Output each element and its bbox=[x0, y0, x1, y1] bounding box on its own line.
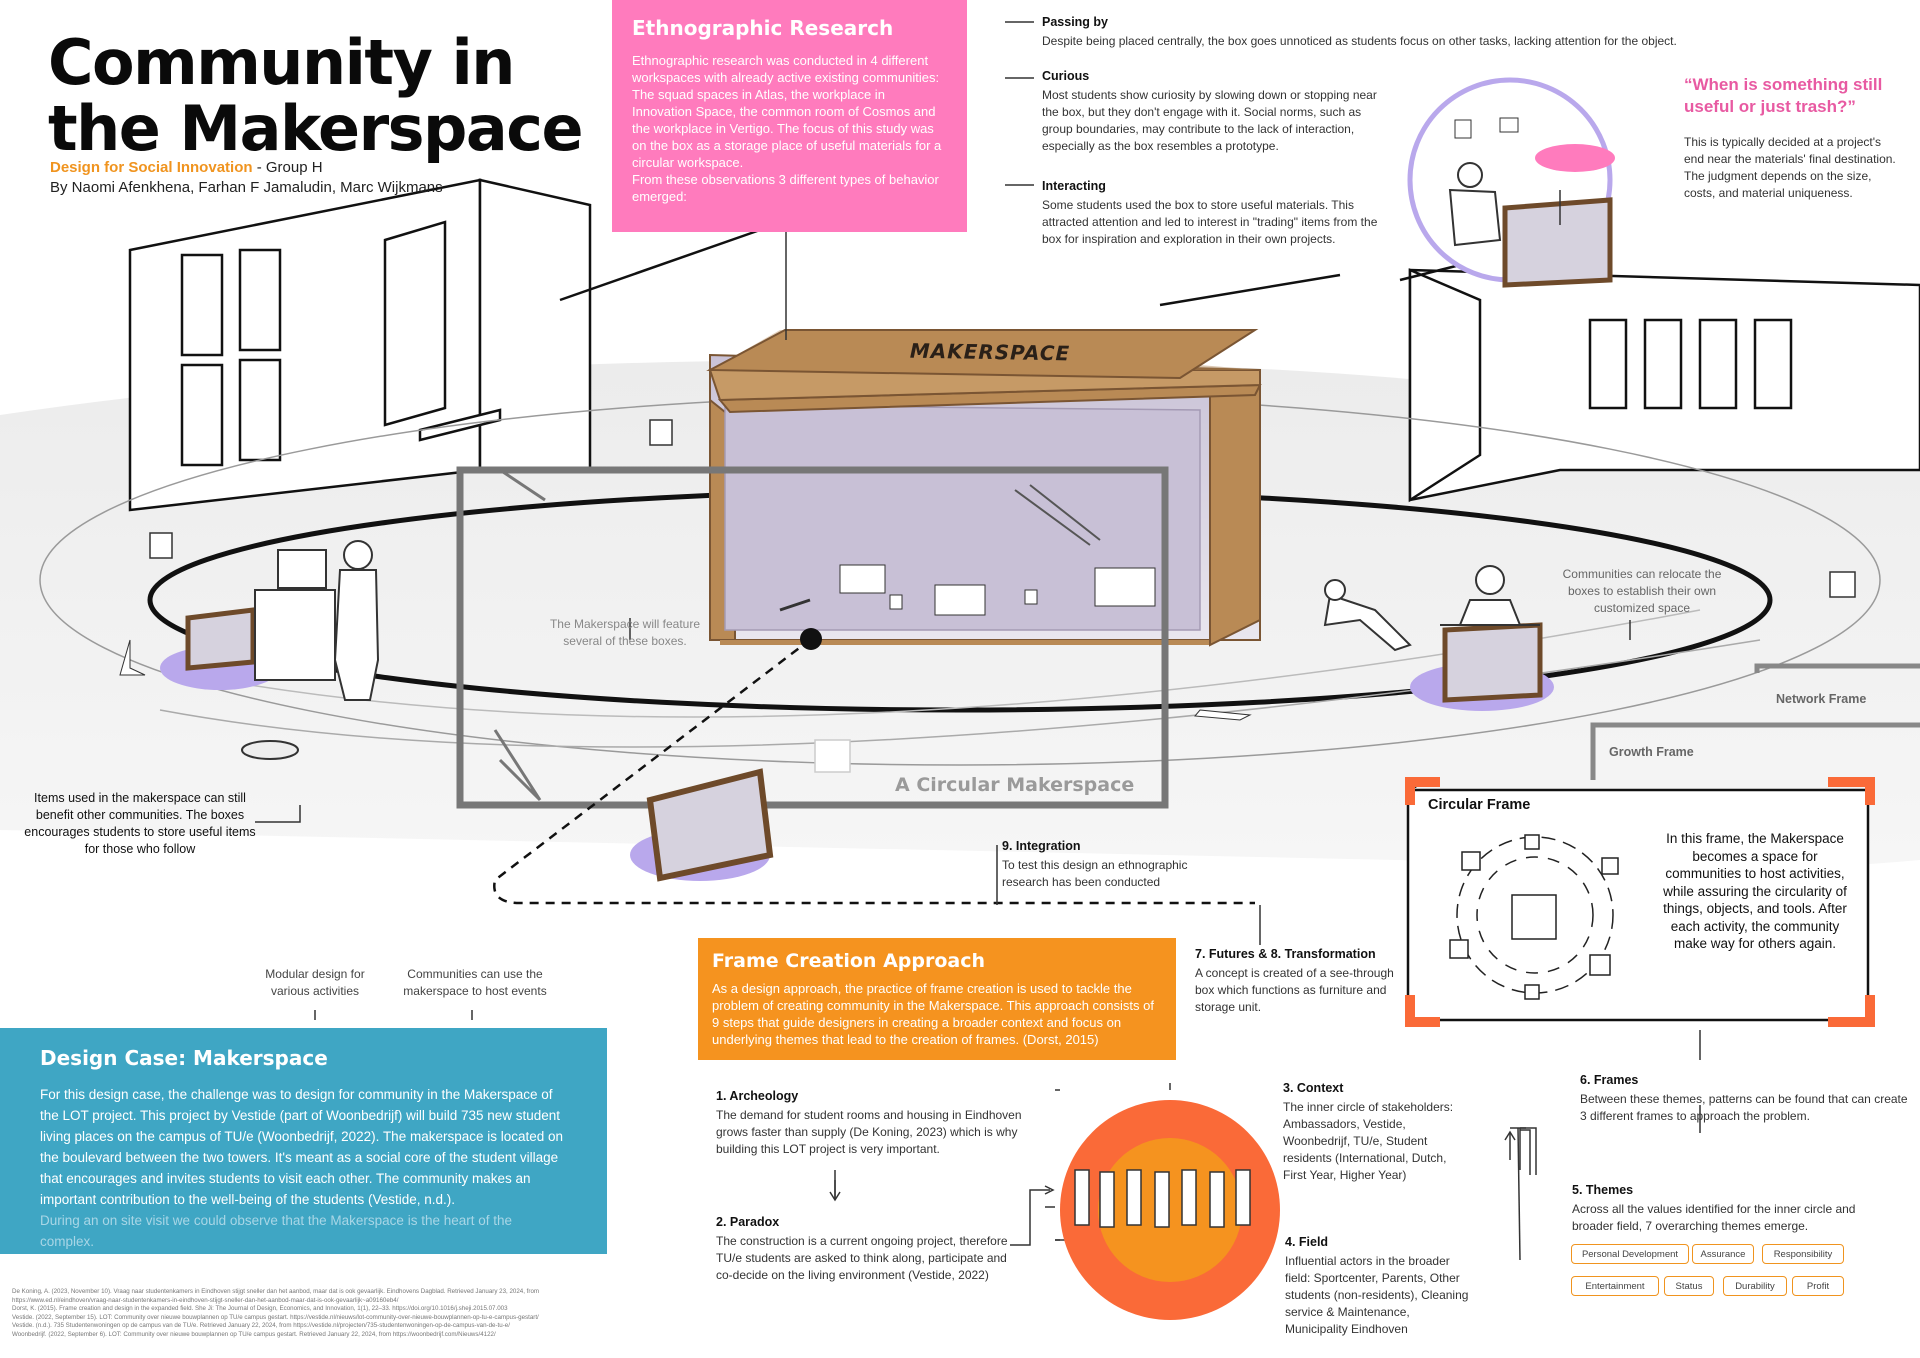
makerspace-box-label: MAKERSPACE bbox=[909, 338, 1071, 366]
left-building bbox=[128, 178, 592, 512]
behavior-interacting: Interacting Some students used the box t… bbox=[1042, 178, 1394, 248]
step-title: 7. Futures & 8. Transformation bbox=[1195, 947, 1376, 961]
step-context: 3. Context The inner circle of stakehold… bbox=[1283, 1080, 1473, 1184]
circular-frame-text: In this frame, the Makerspace becomes a … bbox=[1663, 831, 1847, 951]
trash-question-body: This is typically decided at a project's… bbox=[1684, 135, 1896, 200]
step-text: To test this design an ethnographic rese… bbox=[1002, 858, 1188, 889]
behavior-text: Despite being placed centrally, the box … bbox=[1042, 34, 1677, 48]
person-left bbox=[254, 540, 380, 701]
step-frames: 6. Frames Between these themes, patterns… bbox=[1580, 1072, 1910, 1125]
circular-frame-box bbox=[1406, 788, 1870, 1022]
circular-frame-diagram bbox=[1449, 834, 1619, 1000]
theme-tag: Profit bbox=[1792, 1276, 1844, 1296]
behavior-text: Some students used the box to store usef… bbox=[1042, 198, 1378, 246]
stakeholder-figures bbox=[1074, 1169, 1251, 1228]
items-note: Items used in the makerspace can still b… bbox=[24, 791, 256, 856]
left-small-box bbox=[185, 607, 256, 671]
reference: Dorst, K. (2015). Frame creation and des… bbox=[12, 1305, 508, 1313]
step-paradox: 2. Paradox The construction is a current… bbox=[716, 1214, 1026, 1284]
step-field: 4. Field Influential actors in the broad… bbox=[1285, 1234, 1475, 1338]
references: De Koning, A. (2023, November 10). Vraag… bbox=[12, 1288, 612, 1340]
behavior-title: Curious bbox=[1042, 69, 1090, 83]
behavior-title: Interacting bbox=[1042, 179, 1106, 193]
group-name: - Group H bbox=[252, 159, 323, 176]
behavior-passing-by: Passing by Despite being placed centrall… bbox=[1042, 14, 1722, 50]
step-text: The inner circle of stakeholders: Ambass… bbox=[1283, 1100, 1454, 1182]
growth-frame-label: Growth Frame bbox=[1609, 745, 1694, 759]
step-title: 5. Themes bbox=[1572, 1183, 1634, 1197]
reference: Woonbedrijf. (2022, September 6). LOT: C… bbox=[12, 1330, 496, 1338]
title-line-2: the Makerspace bbox=[48, 92, 584, 165]
design-case-body: For this design case, the challenge was … bbox=[40, 1087, 564, 1207]
theme-tag: Entertainment bbox=[1571, 1276, 1659, 1296]
step-title: 6. Frames bbox=[1580, 1073, 1639, 1087]
frame-creation-body: As a design approach, the practice of fr… bbox=[712, 981, 1154, 1047]
reference: De Koning, A. (2023, November 10). Vraag… bbox=[12, 1288, 540, 1304]
display-frame bbox=[456, 466, 1169, 809]
network-frame-label: Network Frame bbox=[1776, 692, 1867, 706]
theme-tag: Assurance bbox=[1692, 1244, 1754, 1264]
step-title: 2. Paradox bbox=[716, 1215, 780, 1229]
right-building bbox=[1408, 268, 1920, 503]
modular-callout: Modular design for various activities bbox=[265, 967, 365, 998]
main-makerspace-box bbox=[706, 329, 1262, 647]
step-title: 1. Archeology bbox=[716, 1089, 799, 1103]
course-name: Design for Social Innovation bbox=[50, 159, 253, 176]
dashed-connector bbox=[493, 638, 1255, 905]
step-title: 3. Context bbox=[1283, 1081, 1344, 1095]
relocate-note: Communities can relocate the boxes to es… bbox=[1562, 567, 1722, 615]
step-text: Across all the values identified for the… bbox=[1572, 1202, 1856, 1233]
reference: Vestide. (2022, September 15). LOT: Comm… bbox=[12, 1313, 539, 1321]
frame-creation-heading: Frame Creation Approach bbox=[712, 950, 986, 972]
design-case-card: Design Case: Makerspace For this design … bbox=[0, 1028, 607, 1254]
reference: Vestide. (n.d.). 735 Studentenwoningen o… bbox=[12, 1322, 510, 1330]
step-text: The demand for student rooms and housing… bbox=[716, 1108, 1022, 1156]
title-line-1: Community in bbox=[48, 26, 515, 99]
page-title: Community in the Makerspace bbox=[48, 26, 584, 165]
theme-tag: Responsibility bbox=[1762, 1244, 1844, 1264]
circular-frame-label: Circular Frame bbox=[1428, 797, 1531, 813]
ethnographic-heading: Ethnographic Research bbox=[632, 16, 894, 40]
step-futures-transformation: 7. Futures & 8. Transformation A concept… bbox=[1195, 946, 1415, 1016]
step-archeology: 1. Archeology The demand for student roo… bbox=[716, 1088, 1046, 1158]
theme-tag: Durability bbox=[1723, 1276, 1787, 1296]
step-text: Influential actors in the broader field:… bbox=[1285, 1254, 1469, 1336]
step-themes: 5. Themes Across all the values identifi… bbox=[1572, 1182, 1862, 1235]
right-small-box bbox=[1442, 622, 1543, 703]
circular-makerspace-label: A Circular Makerspace bbox=[895, 774, 1135, 796]
theme-tag: Status bbox=[1664, 1276, 1714, 1296]
person-right bbox=[1323, 565, 1540, 652]
frame-creation-card: Frame Creation Approach As a design appr… bbox=[698, 938, 1176, 1060]
step-text: Between these themes, patterns can be fo… bbox=[1580, 1092, 1908, 1123]
ethnographic-body: Ethnographic research was conducted in 4… bbox=[632, 53, 942, 170]
theme-tag: Personal Development bbox=[1571, 1244, 1689, 1264]
design-case-heading: Design Case: Makerspace bbox=[40, 1046, 328, 1070]
ethnographic-research-card: Ethnographic Research Ethnographic resea… bbox=[612, 0, 967, 232]
behavior-curious: Curious Most students show curiosity by … bbox=[1042, 68, 1394, 155]
frame-corners bbox=[1405, 777, 1875, 1027]
step-text: A concept is created of a see-through bo… bbox=[1195, 966, 1394, 1014]
behavior-title: Passing by bbox=[1042, 15, 1108, 29]
host-events-callout: Communities can use the makerspace to ho… bbox=[403, 967, 547, 998]
authors: By Naomi Afenkhena, Farhan F Jamaludin, … bbox=[50, 179, 443, 196]
step-integration: 9. Integration To test this design an et… bbox=[1002, 838, 1232, 891]
step-text: The construction is a current ongoing pr… bbox=[716, 1234, 1008, 1282]
design-case-body-2: During an on site visit we could observe… bbox=[40, 1213, 513, 1249]
step-title: 4. Field bbox=[1285, 1235, 1329, 1249]
behavior-text: Most students show curiosity by slowing … bbox=[1042, 88, 1377, 153]
step-title: 9. Integration bbox=[1002, 839, 1081, 853]
front-small-box bbox=[646, 768, 774, 882]
ethnographic-body-2: From these observations 3 different type… bbox=[632, 172, 939, 204]
feature-note: The Makerspace will feature several of t… bbox=[549, 617, 701, 648]
subtitle: Design for Social Innovation - Group H B… bbox=[50, 158, 443, 198]
trash-question-quote: “When is something still useful or just … bbox=[1684, 75, 1883, 116]
